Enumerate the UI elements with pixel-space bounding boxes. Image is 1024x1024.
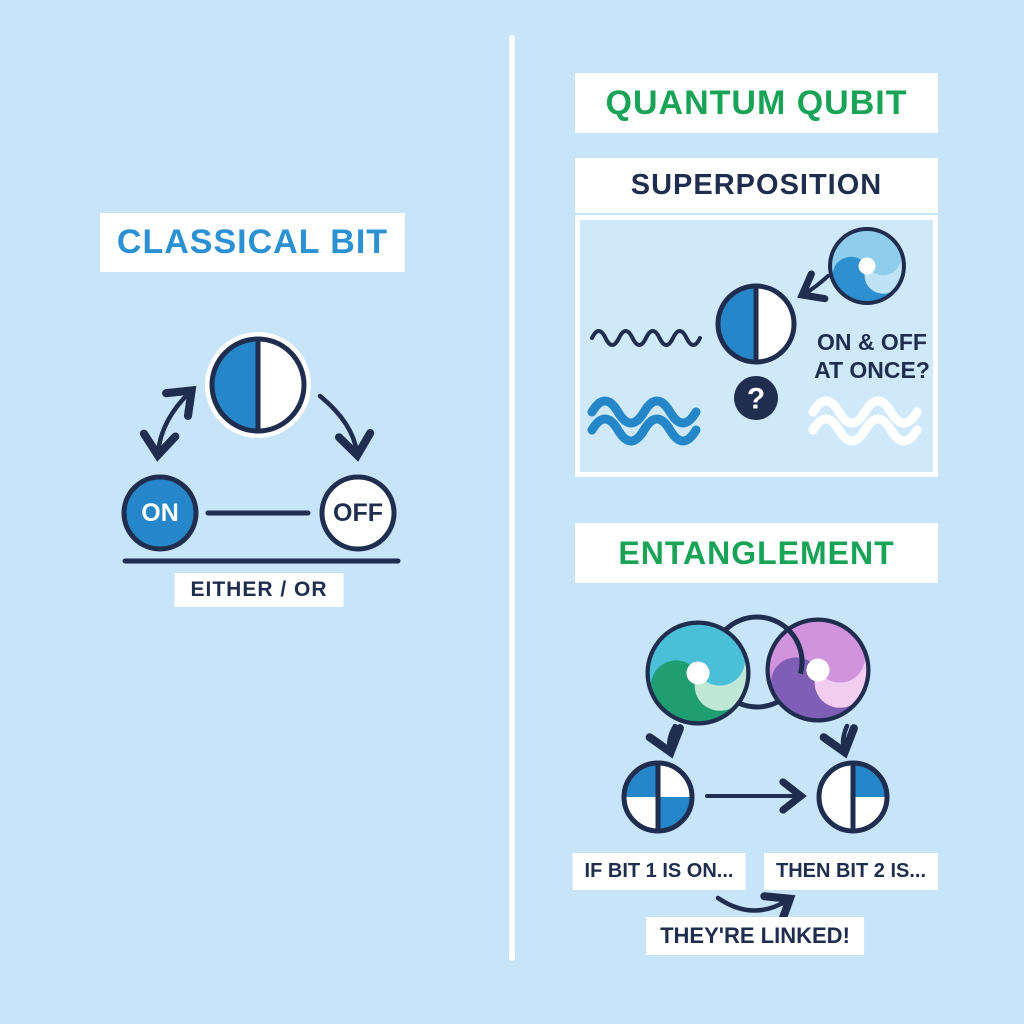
either-or-caption: EITHER / OR	[174, 573, 344, 607]
off-label: OFF	[333, 499, 383, 527]
either-or-text: EITHER / OR	[190, 578, 328, 601]
linked-text: THEY'RE LINKED!	[660, 923, 850, 948]
then-bit2-text: THEN BIT 2 IS...	[775, 860, 927, 882]
question-badge: ?	[734, 376, 778, 420]
blue-waves-icon	[587, 396, 701, 446]
classical-bit-diagram: ON OFF	[121, 332, 401, 564]
purple-swirl-icon	[765, 617, 871, 723]
entanglement-heading-text: ENTANGLEMENT	[618, 534, 895, 571]
superposition-diagram: ? ON & OFF AT ONCE?	[587, 227, 930, 446]
superposition-heading-text: SUPERPOSITION	[630, 169, 883, 201]
small-wave-icon	[590, 329, 702, 347]
if-bit1-text: IF BIT 1 IS ON...	[584, 860, 734, 882]
bit1-quartered-circle-icon	[621, 760, 695, 834]
right-down-arrow-icon	[819, 723, 858, 759]
on-label: ON	[141, 499, 179, 527]
column-divider	[509, 35, 515, 961]
superposition-heading: SUPERPOSITION	[575, 158, 938, 213]
arrow-to-on-icon	[139, 385, 197, 462]
on-state-circle: ON	[121, 474, 199, 552]
off-state-circle: OFF	[319, 474, 397, 552]
then-bit2-caption: THEN BIT 2 IS...	[763, 853, 939, 890]
question-mark-text: ?	[747, 383, 765, 416]
blue-swirl-icon	[828, 227, 906, 305]
on-and-off-text: ON & OFF	[817, 329, 927, 355]
classical-bit-title-text: CLASSICAL BIT	[116, 223, 389, 261]
linked-caption: THEY'RE LINKED!	[646, 917, 864, 955]
green-swirl-icon	[645, 620, 751, 726]
linked-curved-arrow-icon	[715, 892, 796, 927]
arrow-to-off-icon	[317, 393, 375, 462]
bit-half-circle-icon	[205, 332, 311, 438]
entanglement-heading: ENTANGLEMENT	[575, 523, 938, 583]
if-bit1-caption: IF BIT 1 IS ON...	[572, 853, 746, 890]
quantum-qubit-title: QUANTUM QUBIT	[575, 73, 938, 133]
bit2-quartered-circle-icon	[816, 760, 890, 834]
classical-bit-title: CLASSICAL BIT	[100, 213, 405, 272]
swirl-to-qubit-arrow-icon	[797, 270, 830, 303]
quantum-qubit-title-text: QUANTUM QUBIT	[605, 83, 908, 122]
at-once-text: AT ONCE?	[814, 357, 930, 383]
left-down-arrow-icon	[645, 723, 684, 759]
superposition-panel: ? ON & OFF AT ONCE?	[575, 215, 938, 477]
link-ring-front-arc	[784, 625, 805, 675]
white-waves-icon	[808, 396, 922, 446]
entanglement-diagram	[621, 614, 890, 927]
qubit-half-circle-icon	[715, 283, 797, 365]
